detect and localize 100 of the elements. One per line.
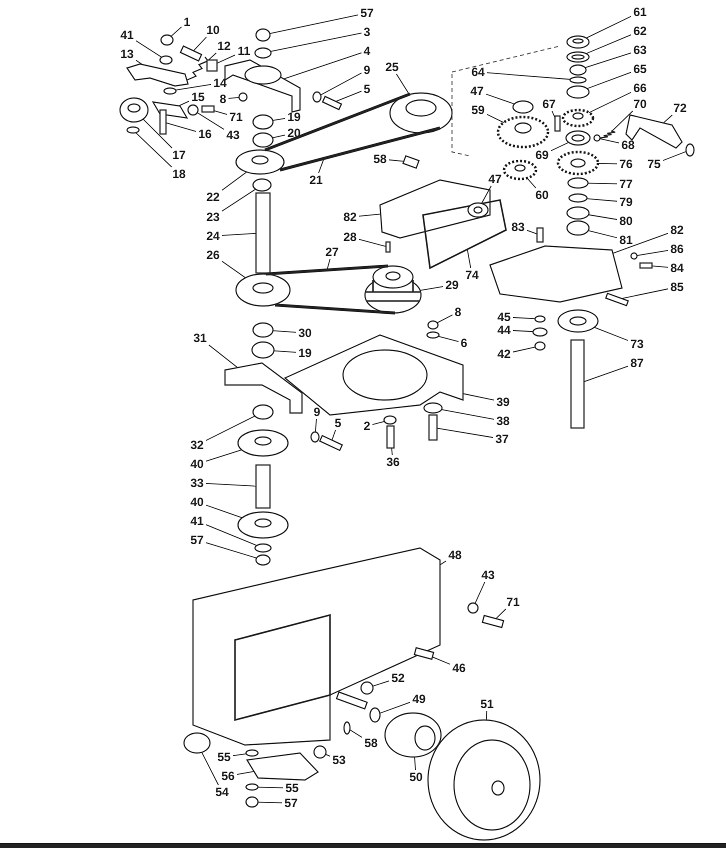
leader-line <box>432 656 450 665</box>
callout-number: 64 <box>471 66 485 78</box>
callout-number: 58 <box>373 153 387 165</box>
ball <box>593 134 601 142</box>
callout-number: 40 <box>190 496 204 508</box>
callout-number: 22 <box>206 191 220 203</box>
bearing <box>251 341 275 359</box>
wheel <box>427 719 541 841</box>
spacer <box>310 431 320 443</box>
washer <box>163 87 177 95</box>
leader-line <box>420 286 444 291</box>
callout-number: 70 <box>633 98 647 110</box>
leader-line <box>495 608 506 620</box>
callout-number: 18 <box>172 168 186 180</box>
leader-line <box>438 336 459 342</box>
nut <box>238 92 248 102</box>
bolt <box>201 105 215 113</box>
leader-line <box>222 260 246 278</box>
pulley <box>235 273 291 307</box>
leader-line <box>414 756 416 770</box>
leader-line <box>552 110 556 118</box>
callout-number: 8 <box>220 93 226 105</box>
callout-number: 67 <box>542 98 556 110</box>
pulley <box>235 149 285 175</box>
leader-line <box>612 110 634 132</box>
washer <box>426 331 440 339</box>
shaft <box>255 192 271 274</box>
gear <box>496 116 550 148</box>
leader-line <box>193 36 207 52</box>
callout-number: 13 <box>120 48 134 60</box>
callout-number: 83 <box>511 221 525 233</box>
leader-line <box>588 92 632 114</box>
callout-number: 73 <box>630 338 644 350</box>
gear <box>502 160 538 180</box>
callout-number: 50 <box>409 771 423 783</box>
leader-line <box>436 314 453 324</box>
cap <box>360 681 374 695</box>
callout-number: 37 <box>495 433 509 445</box>
pulley <box>389 92 453 134</box>
callout-number: 27 <box>325 246 339 258</box>
leader-line <box>474 582 486 604</box>
callout-number: 55 <box>285 782 299 794</box>
callout-number: 9 <box>364 64 370 76</box>
bearing <box>252 114 274 130</box>
leader-line <box>178 100 190 106</box>
callout-number: 71 <box>229 111 243 123</box>
leader-line <box>358 214 382 217</box>
callout-number: 54 <box>215 786 229 798</box>
leader-line <box>166 122 196 132</box>
callout-number: 31 <box>193 332 207 344</box>
leader-line <box>222 232 256 236</box>
leader-line <box>222 188 256 212</box>
leader-line <box>201 752 219 786</box>
leader-line <box>208 52 217 61</box>
leader-line <box>320 72 362 96</box>
leader-line <box>135 132 172 168</box>
leader-line <box>175 84 212 91</box>
leader-line <box>325 754 330 757</box>
callout-number: 38 <box>496 415 510 427</box>
bolt <box>414 647 434 660</box>
pin <box>385 241 391 253</box>
washer <box>245 783 259 791</box>
leader-line <box>283 52 362 80</box>
nut <box>245 796 259 808</box>
callout-number: 86 <box>670 243 684 255</box>
leader-line <box>512 330 534 332</box>
leader-line <box>588 182 618 184</box>
gear <box>556 150 600 176</box>
washer <box>423 402 443 414</box>
leader-line <box>136 40 162 58</box>
callout-number: 75 <box>647 158 661 170</box>
callout-number: 21 <box>309 174 323 186</box>
washer <box>569 64 587 76</box>
callout-number: 1 <box>184 16 190 28</box>
callout-number: 58 <box>364 737 378 749</box>
callout-number: 41 <box>190 515 204 527</box>
nut <box>160 34 174 46</box>
callout-number: 51 <box>480 698 494 710</box>
leader-line <box>270 32 362 52</box>
shaft <box>255 464 271 509</box>
belt <box>266 264 396 314</box>
leader-line <box>314 418 317 432</box>
leader-line <box>326 258 330 270</box>
callout-number: 15 <box>191 91 205 103</box>
leader-line <box>272 118 286 121</box>
leader-line <box>258 802 282 804</box>
leader-line <box>526 230 538 234</box>
callout-number: 4 <box>364 45 370 57</box>
callout-number: 43 <box>226 129 240 141</box>
callout-number: 49 <box>412 693 426 705</box>
callout-number: 52 <box>391 672 405 684</box>
callout-number: 16 <box>198 128 212 140</box>
callout-number: 9 <box>314 406 320 418</box>
gasket <box>422 199 507 270</box>
callout-number: 5 <box>334 417 342 429</box>
clip <box>126 126 140 134</box>
callout-number: 41 <box>120 29 134 41</box>
frame <box>192 547 441 746</box>
bush <box>252 322 274 338</box>
callout-number: 76 <box>619 158 633 170</box>
